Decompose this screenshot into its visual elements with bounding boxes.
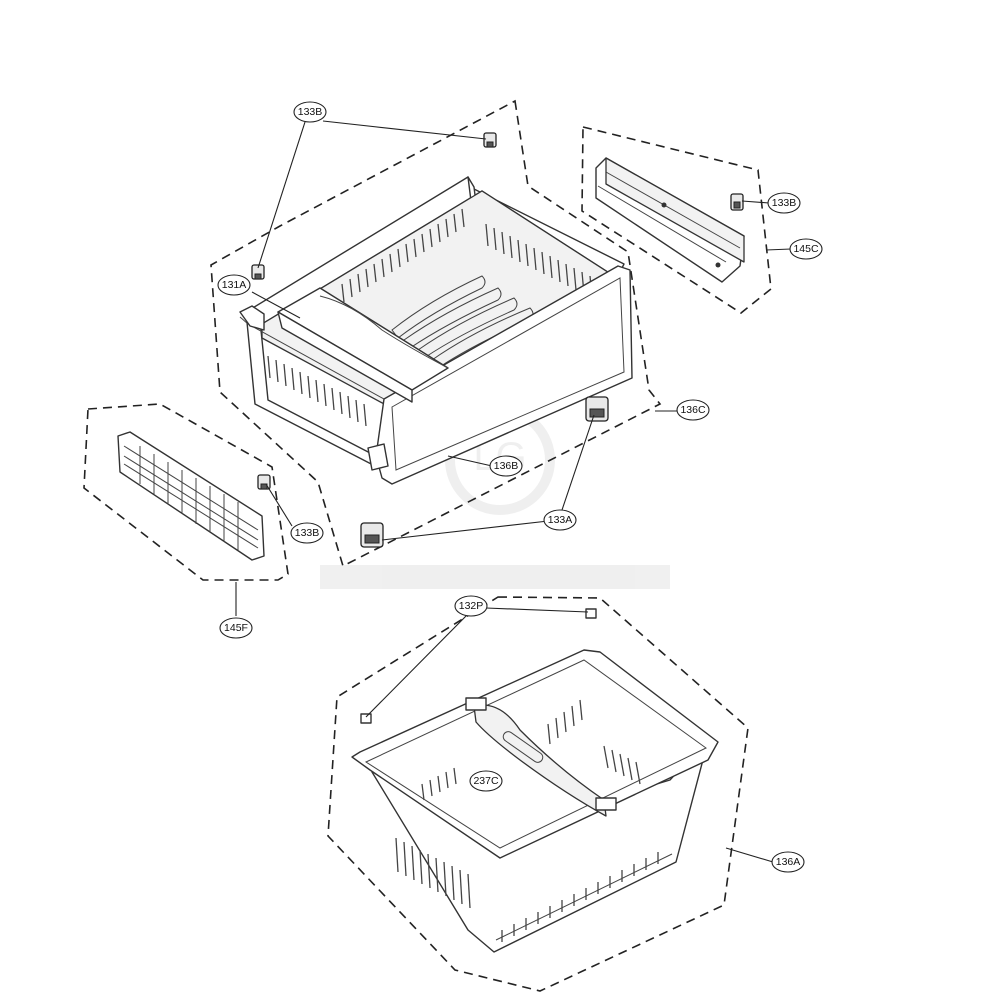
callout-131A: 131A (217, 274, 251, 296)
front-wall-slots (395, 837, 471, 909)
callout-133B-top: 133B (293, 101, 327, 123)
interior-slots (421, 699, 641, 801)
callout-237C: 237C (469, 770, 503, 792)
leader-lines (235, 120, 792, 863)
group-boundary-rail (581, 125, 772, 314)
svg-text:145C: 145C (793, 243, 819, 255)
svg-text:136A: 136A (776, 856, 801, 868)
svg-text:136C: 136C (680, 404, 706, 416)
svg-text:133B: 133B (295, 527, 320, 539)
part-132P-right (585, 608, 597, 619)
svg-text:132P: 132P (459, 600, 484, 612)
svg-text:145F: 145F (224, 622, 248, 634)
inner-tray-131A (277, 287, 449, 403)
callout-133B-left: 133B (290, 522, 324, 544)
svg-text:237C: 237C (473, 775, 499, 787)
callout-132P: 132P (454, 595, 488, 617)
upper-drawer-136B (239, 176, 633, 485)
clip-133A-right (585, 396, 609, 422)
left-wall-slots (267, 355, 367, 427)
clip-133B-rail (730, 193, 744, 211)
svg-text:131A: 131A (222, 279, 247, 291)
clip-133A-left (360, 522, 384, 548)
rail-145C (595, 157, 745, 283)
back-wall-slots (341, 208, 465, 303)
group-boundary-lower-basket (327, 596, 749, 992)
divider-145F (117, 431, 265, 561)
lower-basket-136A (351, 649, 719, 953)
clip-133B-top (483, 132, 497, 148)
bottom-ribbing (495, 852, 673, 942)
center-divider-237C (465, 697, 617, 817)
callout-133B-rail: 133B (767, 192, 801, 214)
callout-145C: 145C (789, 238, 823, 260)
clip-133B-drawer-left (251, 264, 265, 280)
svg-text:133B: 133B (298, 106, 323, 118)
callout-145F: 145F (219, 617, 253, 639)
group-boundary-upper-drawer (210, 99, 662, 568)
svg-text:133A: 133A (548, 514, 573, 526)
callout-136B: 136B (489, 455, 523, 477)
callout-133A: 133A (543, 509, 577, 531)
group-boundary-divider (83, 403, 289, 581)
callout-136C: 136C (676, 399, 710, 421)
svg-text:133B: 133B (772, 197, 797, 209)
part-132P-left (360, 713, 372, 724)
svg-text:136B: 136B (494, 460, 519, 472)
callout-136A: 136A (771, 851, 805, 873)
divider-grid (123, 445, 259, 550)
